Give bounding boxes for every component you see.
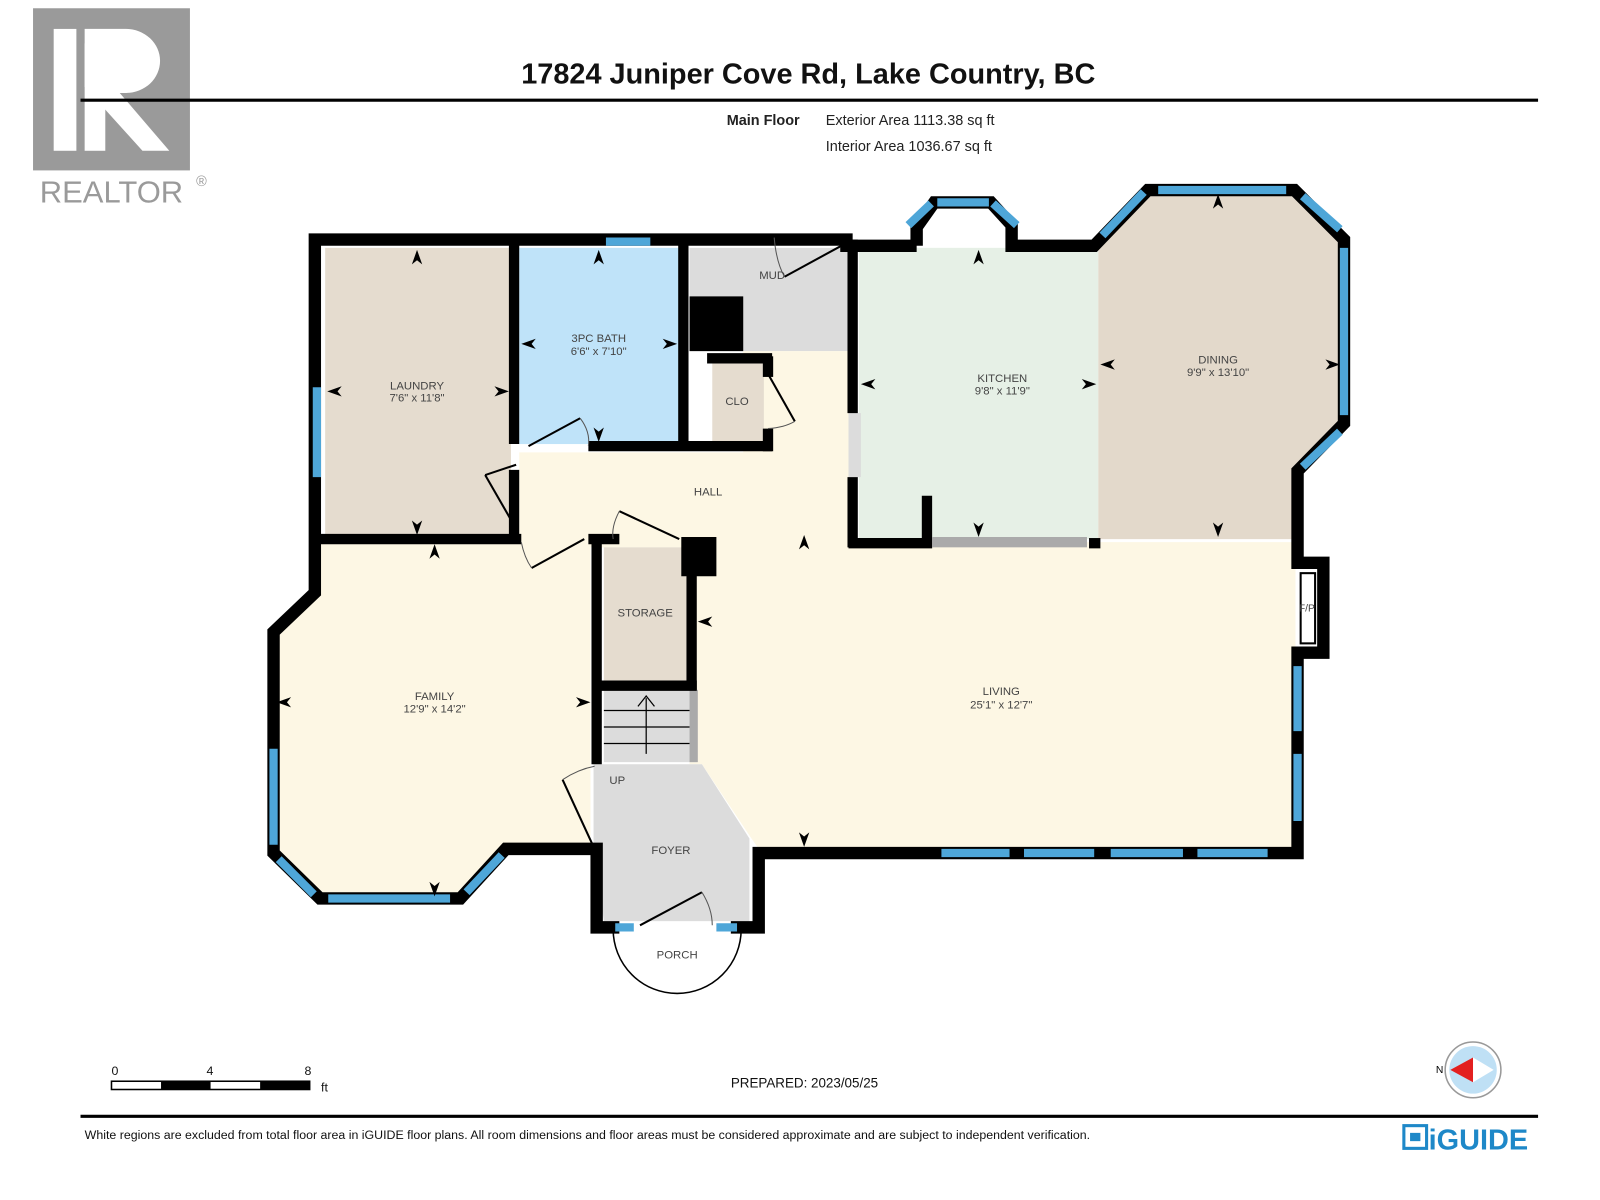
scale-tick-4: 4 [206,1064,213,1078]
kitchen-name: KITCHEN [977,373,1027,385]
floor-label: Main Floor [727,113,800,129]
realtor-wordmark: REALTOR [40,174,183,209]
page-title: 17824 Juniper Cove Rd, Lake Country, BC [521,59,1095,91]
north-compass: N [1436,1041,1502,1099]
compass-label: N [1436,1065,1443,1076]
dining-name: DINING [1198,355,1238,367]
laundry-dims: 7'6" x 11'8" [390,393,445,405]
laundry-name: LAUNDRY [390,380,444,392]
iguide-wordmark: iGUIDE [1429,1124,1529,1156]
porch-name: PORCH [657,949,698,961]
kitchen-opening [848,413,861,478]
family-dims: 12'9" x 14'2" [403,704,465,716]
interior-walls [320,239,1101,765]
iguide-logo: iGUIDE [1402,1124,1529,1156]
room-labels: LAUNDRY 7'6" x 11'8" 3PC BATH 6'6" x 7'1… [390,270,1315,962]
mud-name: MUD [759,270,785,282]
room-foyer [593,764,750,922]
registered-mark: ® [196,174,207,190]
kitchen-counter [932,537,1087,548]
fireplace [1299,572,1317,645]
room-fills [273,192,1342,922]
room-family [273,542,591,899]
bath-dims: 6'6" x 7'10" [571,346,627,358]
doors [484,237,842,995]
scale-tick-0: 0 [111,1064,118,1078]
scale-tick-8: 8 [305,1064,312,1078]
living-dims: 25'1" x 12'7" [970,699,1032,711]
exterior-wall-west [267,233,917,934]
room-hall-living [519,351,1296,849]
family-name: FAMILY [415,691,455,703]
dining-dims: 9'9" x 13'10" [1187,367,1249,379]
closet-name: CLO [725,396,748,408]
bath-name: 3PC BATH [571,333,626,345]
room-dining [1098,192,1342,540]
room-storage [603,547,687,682]
interior-area: Interior Area 1036.67 sq ft [826,139,992,155]
room-bath [519,247,680,445]
fireplace-label: F/P [1299,603,1315,614]
room-kitchen [858,247,1099,540]
stairs-up-label: UP [609,775,625,787]
kitchen-dims: 9'8" x 11'9" [975,385,1030,397]
room-closet [712,363,764,445]
exterior-area: Exterior Area 1113.38 sq ft [826,113,995,129]
mud-chimney [689,296,744,352]
compass-arrow-icon [1450,1057,1474,1083]
dimension-arrows [276,194,1340,897]
stair-treads [603,689,698,763]
storage-name: STORAGE [618,608,674,620]
porch-outline [612,929,742,995]
prepared-date: PREPARED: 2023/05/25 [731,1075,878,1090]
hall-name: HALL [694,487,722,499]
scale-bar: 0 4 8 ft [110,1064,328,1095]
scale-unit: ft [321,1081,328,1095]
realtor-logo: REALTOR ® [33,8,207,209]
windows [269,185,1349,932]
living-name: LIVING [983,686,1020,698]
disclaimer: White regions are excluded from total fl… [85,1128,1090,1142]
room-laundry [325,247,511,538]
foyer-name: FOYER [651,845,690,857]
